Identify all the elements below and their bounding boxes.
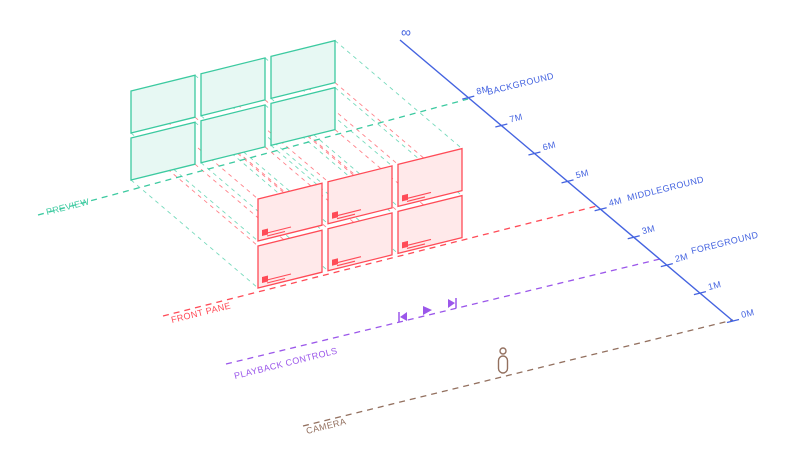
- layer-label-front-pane: FRONT PANE: [170, 300, 232, 325]
- card-text-line: [336, 260, 356, 267]
- card-text-line: [266, 273, 292, 281]
- card-text-line: [406, 243, 426, 249]
- front-card-r2-c1: [257, 182, 323, 242]
- tick-mark: [693, 290, 707, 296]
- zone-label-background: BACKGROUND: [486, 71, 555, 97]
- axis-tick-6m: 6M: [528, 139, 557, 156]
- layer-label-playback-controls: PLAYBACK CONTROLS: [233, 346, 338, 381]
- tick-label: 0M: [740, 307, 755, 320]
- preview-layer-line: [37, 98, 469, 216]
- tick-label: 4M: [608, 195, 623, 208]
- front-card-r1-c2: [327, 212, 393, 272]
- projection-line: [334, 40, 463, 149]
- tick-mark: [462, 95, 475, 100]
- preview-panel-r1-c1: [130, 121, 196, 181]
- skip-back-icon[interactable]: [398, 312, 407, 322]
- tick-mark: [495, 123, 508, 128]
- card-text-line: [266, 230, 286, 237]
- zone-label-middleground: MIDDLEGROUND: [626, 174, 705, 203]
- panels: [130, 39, 463, 289]
- tick-label: 1M: [707, 279, 722, 292]
- card-text-line: [406, 238, 432, 246]
- card-text-line: [336, 209, 362, 217]
- depth-axis: [399, 39, 734, 322]
- front-card-r2-c3: [397, 147, 463, 208]
- infinity-label: ∞: [401, 24, 411, 40]
- front-card-r1-c1: [257, 229, 323, 289]
- preview-panel-r2-c1: [130, 74, 196, 134]
- card-text-line: [406, 191, 432, 199]
- projection-line: [130, 179, 259, 289]
- front-pane-layer-line: [162, 205, 598, 317]
- layer-label-camera: CAMERA: [305, 416, 347, 436]
- tick-label: 3M: [641, 223, 656, 236]
- card-text-line: [336, 256, 362, 264]
- card-text-line: [266, 226, 292, 234]
- front-card-r1-c3: [397, 194, 463, 255]
- axis-tick-5m: 5M: [561, 167, 590, 184]
- card-thumbnail-icon: [402, 240, 408, 249]
- tick-label: 6M: [542, 139, 557, 152]
- preview-panel-r1-c3: [270, 86, 336, 147]
- skip-forward-icon[interactable]: [448, 298, 457, 308]
- tick-mark: [726, 318, 740, 324]
- tick-mark: [561, 179, 574, 184]
- preview-panel-r2-c2: [200, 57, 266, 117]
- tick-mark: [660, 263, 673, 268]
- front-card-r2-c2: [327, 165, 393, 225]
- axis-tick-0m: 0M: [726, 307, 755, 324]
- layer-label-preview: PREVIEW: [45, 196, 91, 216]
- tick-label: 8M: [475, 84, 490, 97]
- camera-layer-line: [302, 319, 734, 427]
- tick-mark: [528, 151, 541, 156]
- axis-tick-1m: 1M: [693, 279, 722, 296]
- axis-tick-8m: 8M: [462, 84, 491, 100]
- card-text-line: [336, 213, 356, 220]
- card-text-line: [406, 196, 426, 202]
- axis-tick-7m: 7M: [495, 112, 524, 128]
- tick-label: 5M: [575, 167, 590, 180]
- preview-panel-r2-c3: [270, 39, 336, 100]
- card-thumbnail-icon: [262, 228, 268, 236]
- card-thumbnail-icon: [262, 275, 268, 283]
- card-text-line: [266, 277, 286, 284]
- card-thumbnail-icon: [332, 211, 338, 219]
- tick-label: 2M: [674, 251, 689, 264]
- playback-layer-line: [225, 258, 661, 365]
- axis-tick-2m: 2M: [660, 251, 689, 268]
- preview-panel-r1-c2: [200, 104, 266, 164]
- tick-label: 7M: [508, 112, 523, 125]
- person-icon: [497, 347, 509, 374]
- tick-mark: [627, 235, 640, 240]
- card-thumbnail-icon: [332, 258, 338, 266]
- card-thumbnail-icon: [402, 193, 408, 202]
- axis-ticks: 8M 7M 6M 5M 4M 3M 2M 1M 0M: [462, 84, 755, 324]
- axis-tick-4m: 4M: [594, 195, 623, 212]
- tick-mark: [594, 207, 607, 212]
- zone-label-foreground: FOREGROUND: [690, 230, 759, 256]
- axis-tick-3m: 3M: [627, 223, 656, 240]
- play-icon[interactable]: [423, 306, 432, 315]
